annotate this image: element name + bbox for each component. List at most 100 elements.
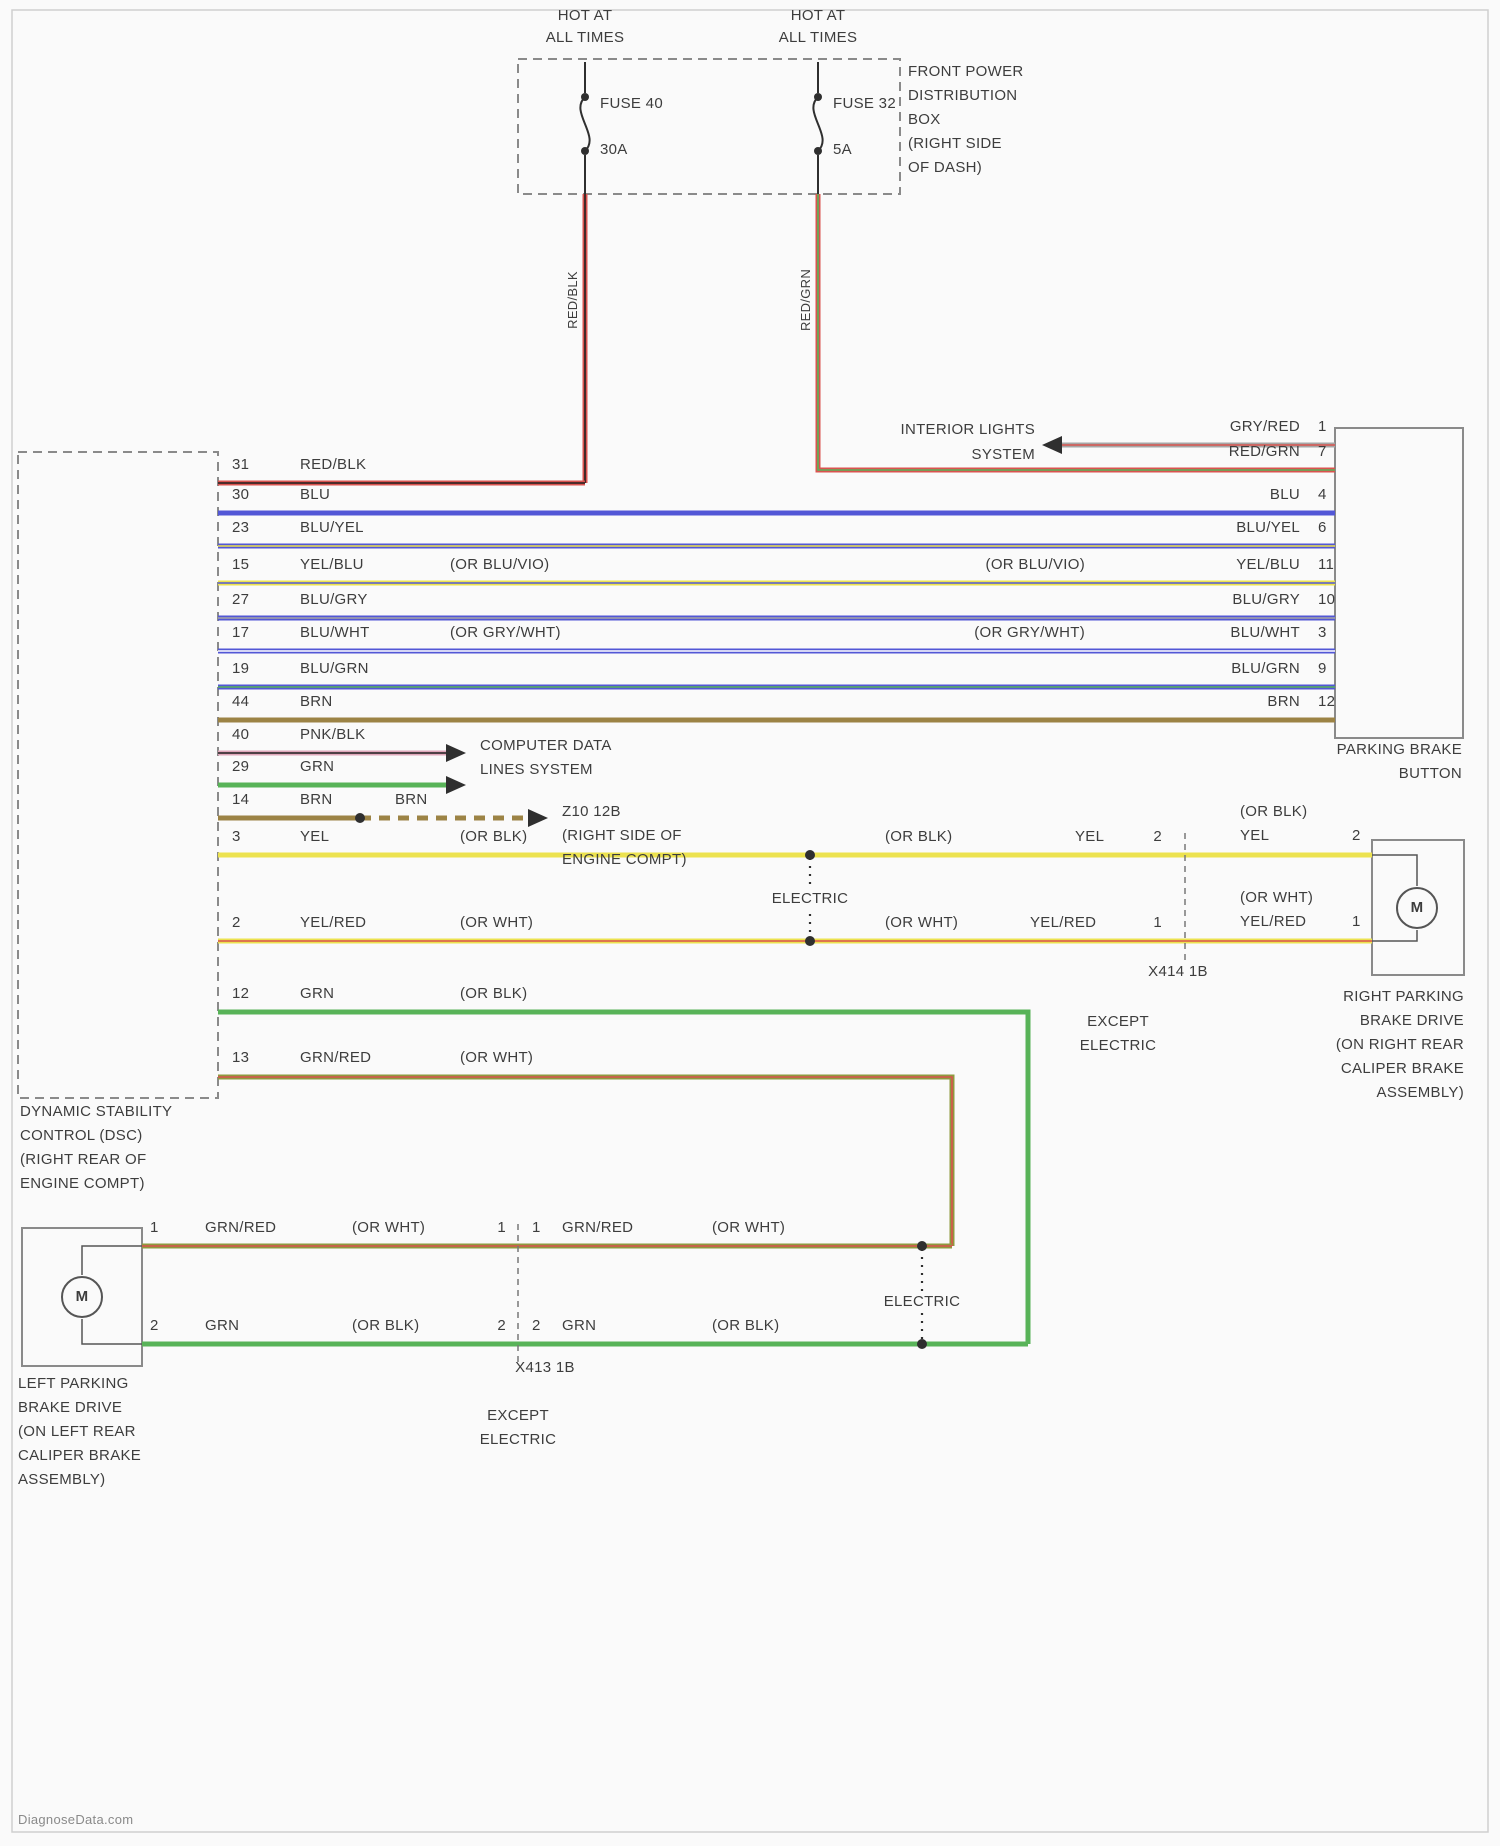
ground-arrow-icon: [528, 809, 548, 827]
right-motor-symbol: [1396, 887, 1438, 929]
ground-label: (RIGHT SIDE OF: [562, 827, 682, 844]
right-motor-lead: [1372, 930, 1418, 942]
variant-label: ELECTRIC: [1079, 1037, 1157, 1054]
fuse-40-symbol-bottom-terminal: [581, 147, 589, 155]
alt-wire-color-label: (OR BLK): [460, 828, 528, 845]
pin-number: 9: [1318, 660, 1327, 677]
ground-label: Z10 12B: [562, 803, 621, 820]
pin-number: 2: [532, 1317, 541, 1334]
pin-number: 13: [232, 1049, 250, 1066]
fuse-32-symbol-element: [812, 96, 824, 152]
component-label: CALIPER BRAKE: [1340, 1060, 1464, 1077]
pin-number: 14: [232, 791, 250, 808]
wire-color-label: GRN/RED: [300, 1049, 372, 1066]
component-label: ASSEMBLY): [18, 1471, 106, 1488]
wire-color-label: YEL/RED: [1240, 913, 1307, 930]
wire-color-label: YEL: [1240, 827, 1270, 844]
power-source-label: ALL TIMES: [545, 29, 625, 46]
right-parking-brake-drive-box: [1371, 839, 1465, 976]
system-reference-label: LINES SYSTEM: [480, 761, 593, 778]
pin-number: 2: [1352, 827, 1361, 844]
alt-wire-color-label: (OR WHT): [712, 1219, 786, 1236]
pin-number: 6: [1318, 519, 1327, 536]
pin-number: 7: [1318, 443, 1327, 460]
pin-number: 19: [232, 660, 250, 677]
wire-color-label: RED/GRN: [1228, 443, 1300, 460]
pin-number: 1: [1153, 914, 1162, 931]
component-label: BRAKE DRIVE: [18, 1399, 123, 1416]
fuse-rating-label: 30A: [600, 141, 628, 158]
wire-color-label: YEL/BLU: [1236, 556, 1300, 573]
wire-color-label: YEL/BLU: [300, 556, 364, 573]
wire-color-label: BLU/GRY: [1232, 591, 1300, 608]
wire-color-label: GRN: [300, 758, 335, 775]
fuse-40-symbol-element: [579, 96, 591, 152]
pin-number: 30: [232, 486, 250, 503]
power-source-label: HOT AT: [557, 7, 613, 24]
pin-number: 15: [232, 556, 250, 573]
pin-number: 40: [232, 726, 250, 743]
pin-number: 44: [232, 693, 250, 710]
pin-number: 2: [232, 914, 241, 931]
power-source-label: HOT AT: [790, 7, 846, 24]
pin-number: 2: [497, 1317, 506, 1334]
pin-number: 31: [232, 456, 250, 473]
pin-number: 17: [232, 624, 250, 641]
component-label: DISTRIBUTION: [908, 87, 1018, 104]
fuse-name-label: FUSE 40: [600, 95, 663, 112]
component-label: ASSEMBLY): [1376, 1084, 1464, 1101]
alt-wire-color-label: (OR GRY/WHT): [450, 624, 561, 641]
wire-color-label: GRN/RED: [562, 1219, 634, 1236]
splice-dot: [805, 850, 815, 860]
left-parking-brake-drive-box: [21, 1227, 143, 1367]
watermark: DiagnoseData.com: [18, 1812, 134, 1827]
alt-wire-color-label: (OR BLU/VIO): [450, 556, 550, 573]
component-label: (ON LEFT REAR: [18, 1423, 136, 1440]
wire-color-label: YEL/RED: [1030, 914, 1097, 931]
variant-label: EXCEPT: [1087, 1013, 1149, 1030]
alt-wire-color-label: (OR WHT): [352, 1219, 426, 1236]
wire-color-label: BRN: [300, 791, 333, 808]
wire-color-label: YEL/RED: [300, 914, 367, 931]
computer-data-arrow-icon: [446, 776, 466, 794]
splice-dot: [355, 813, 365, 823]
splice-dot: [917, 1241, 927, 1251]
alt-wire-color-label: (OR GRY/WHT): [974, 624, 1085, 641]
pin-number: 1: [497, 1219, 506, 1236]
wire-color-label: GRY/RED: [1229, 418, 1300, 435]
component-label: CALIPER BRAKE: [18, 1447, 142, 1464]
splice-dot: [805, 936, 815, 946]
pin-number: 27: [232, 591, 250, 608]
ground-label: ENGINE COMPT): [562, 851, 687, 868]
pin-number: 11: [1318, 556, 1335, 573]
wire-color-label: GRN: [300, 985, 335, 1002]
power-source-label: ALL TIMES: [778, 29, 858, 46]
wire-color-label: GRN: [562, 1317, 597, 1334]
system-reference-label: COMPUTER DATA: [480, 737, 612, 754]
dsc-module-box: [17, 451, 219, 1099]
pin-number: 1: [150, 1219, 159, 1236]
connector-label: X413 1B: [515, 1359, 575, 1376]
computer-data-arrow-icon: [446, 744, 466, 762]
wire-color-label: PNK/BLK: [300, 726, 366, 743]
system-reference-label: SYSTEM: [971, 446, 1035, 463]
alt-wire-color-label: (OR BLK): [460, 985, 528, 1002]
component-label: PARKING BRAKE: [1336, 741, 1462, 758]
wire-13-grn-red-stripe: [218, 1076, 953, 1246]
right-motor-lead: [1372, 854, 1418, 886]
fuse-32-symbol-bottom-terminal: [814, 147, 822, 155]
pin-number: 3: [1318, 624, 1327, 641]
pin-number: 29: [232, 758, 250, 775]
system-reference-label: INTERIOR LIGHTS: [900, 421, 1035, 438]
wire-fuse32-drop-red-grn-stripe: [817, 194, 1335, 471]
wire-color-label: BRN: [1267, 693, 1300, 710]
pin-number: 2: [1153, 828, 1162, 845]
pin-number: 10: [1318, 591, 1336, 608]
component-label: BRAKE DRIVE: [1359, 1012, 1464, 1029]
alt-wire-color-label: (OR WHT): [460, 914, 534, 931]
variant-label: EXCEPT: [487, 1407, 549, 1424]
wire-color-label: BLU: [300, 486, 331, 503]
wire-color-label: BLU/GRY: [300, 591, 368, 608]
